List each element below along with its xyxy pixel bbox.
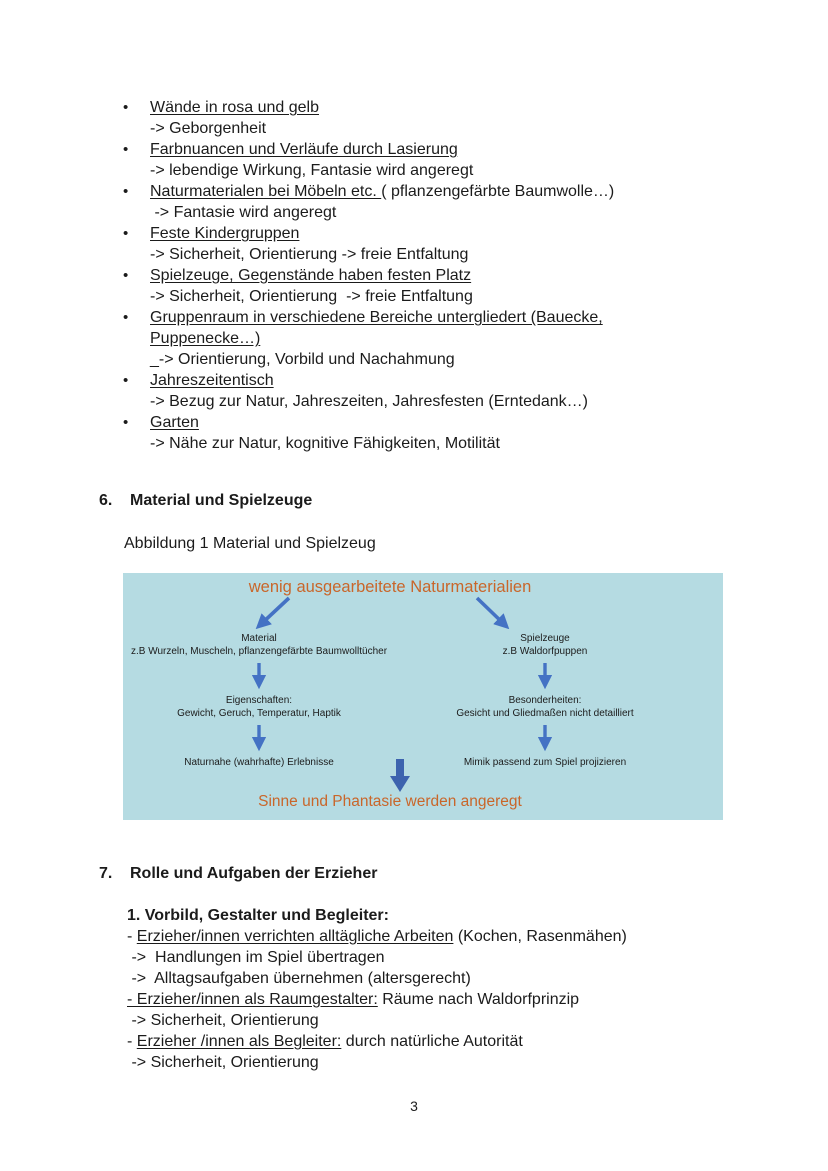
line-prefix: - — [127, 1033, 137, 1050]
list-item: • Feste Kindergruppen -> Sicherheit, Orie… — [123, 223, 715, 265]
bullet-marker: • — [123, 309, 129, 326]
list-item: • Naturmaterialen bei Möbeln etc. ( pfla… — [123, 181, 715, 223]
line-rest: durch natürliche Autorität — [341, 1033, 523, 1050]
figure-node-besonderheiten: Besonderheiten: Gesicht und Gliedmaßen n… — [456, 695, 634, 719]
bullet-marker: • — [123, 183, 129, 200]
down-arrow-icon — [538, 663, 552, 690]
line-underlined: Erzieher /innen als Begleiter: — [136, 1033, 342, 1050]
bullet-term: Naturmaterialen bei Möbeln etc. — [150, 183, 382, 200]
bullet-effect: -> Fantasie wird angeregt — [150, 204, 337, 221]
down-arrow-icon — [252, 663, 266, 690]
text-line: -> Sicherheit, Orientierung — [127, 1010, 772, 1031]
bullet-term: Feste Kindergruppen — [150, 225, 300, 242]
section-title: Material und Spielzeuge — [130, 492, 313, 509]
bullet-marker: • — [123, 99, 129, 116]
list-item: • Spielzeuge, Gegenstände haben festen P… — [123, 265, 715, 307]
bullet-marker: • — [123, 141, 129, 158]
list-item: • Wände in rosa und gelb -> Geborgenheit — [123, 97, 715, 139]
bullet-marker: • — [123, 372, 129, 389]
line-rest: -> Alltagsaufgaben übernehmen (altersger… — [127, 970, 471, 987]
page-number: 3 — [410, 1098, 418, 1114]
diagonal-arrow-icon — [255, 596, 291, 630]
figure-node-erlebnisse: Naturnahe (wahrhafte) Erlebnisse — [184, 757, 334, 768]
bullet-term: Spielzeuge, Gegenstände haben festen Pla… — [150, 267, 472, 284]
big-down-arrow-icon — [390, 759, 410, 792]
bullet-effect: -> Sicherheit, Orientierung -> freie Ent… — [150, 246, 469, 263]
bullet-term: Gruppenraum in verschiedene Bereiche unt… — [150, 309, 603, 347]
figure-node-material: Material z.B Wurzeln, Muscheln, pflanzen… — [130, 633, 388, 657]
text-line: - Erzieher/innen verrichten alltägliche … — [127, 926, 772, 947]
figure-conclusion: Sinne und Phantasie werden angeregt — [258, 793, 522, 810]
figure-node-spielzeuge: Spielzeuge z.B Waldorfpuppen — [502, 633, 588, 657]
diagonal-arrow-icon — [475, 596, 510, 630]
down-arrow-icon — [538, 725, 552, 752]
bullet-effect: -> Geborgenheit — [150, 120, 267, 137]
bullet-term-rest: ( pflanzengefärbte Baumwolle…) — [381, 183, 615, 200]
list-item: • Jahreszeitentisch -> Bezug zur Natur, J… — [123, 370, 715, 412]
bullet-effect: -> Bezug zur Natur, Jahreszeiten, Jahres… — [150, 393, 588, 410]
section-heading-7: 7. Rolle und Aufgaben der Erzieher — [99, 863, 377, 884]
list-item: • Gruppenraum in verschiedene Bereiche u… — [123, 307, 715, 370]
sub-heading: 1. Vorbild, Gestalter und Begleiter: — [127, 907, 389, 924]
text-line: - Erzieher/innen als Raumgestalter: Räum… — [127, 989, 772, 1010]
list-item: • Garten -> Nähe zur Natur, kognitive Fäh… — [123, 412, 715, 454]
list-item: • Farbnuancen und Verläufe durch Lasieru… — [123, 139, 715, 181]
bullet-term: Farbnuancen und Verläufe durch Lasierung — [150, 141, 458, 158]
text-line: -> Sicherheit, Orientierung — [127, 1052, 772, 1073]
bullet-term: Wände in rosa und gelb — [150, 99, 319, 116]
bullet-marker: • — [123, 225, 129, 242]
figure-title: wenig ausgearbeitete Naturmaterialien — [248, 578, 532, 596]
down-arrow-icon — [252, 725, 266, 752]
text-line: - Erzieher /innen als Begleiter: durch n… — [127, 1031, 772, 1052]
bullet-effect: _-> Orientierung, Vorbild und Nachahmung — [150, 351, 455, 368]
line-rest: Räume nach Waldorfprinzip — [377, 991, 580, 1008]
bullet-marker: • — [123, 414, 129, 431]
line-underlined: Erzieher/innen verrichten alltägliche Ar… — [136, 928, 454, 945]
line-rest: (Kochen, Rasenmähen) — [453, 928, 627, 945]
bullet-term: Garten — [150, 414, 199, 431]
line-prefix: - — [127, 928, 137, 945]
figure-node-mimik: Mimik passend zum Spiel projizieren — [463, 757, 627, 768]
bullet-list: • Wände in rosa und gelb-> Geborgenheit … — [123, 97, 715, 454]
bullet-term: Jahreszeitentisch — [150, 372, 274, 389]
text-line: -> Alltagsaufgaben übernehmen (altersger… — [127, 968, 772, 989]
section-title: Rolle und Aufgaben der Erzieher — [130, 865, 378, 882]
section-7-body: 1. Vorbild, Gestalter und Begleiter: - E… — [127, 905, 772, 1073]
section-number: 6. — [99, 492, 113, 509]
figure-caption: Abbildung 1 Material und Spielzeug — [124, 535, 376, 552]
figure-node-eigenschaften: Eigenschaften: Gewicht, Geruch, Temperat… — [177, 695, 341, 719]
bullet-marker: • — [123, 267, 129, 284]
bullet-effect: -> lebendige Wirkung, Fantasie wird ange… — [150, 162, 474, 179]
figure: wenig ausgearbeitete Naturmaterialien Ma… — [123, 573, 723, 820]
bullet-effect: -> Sicherheit, Orientierung -> freie Ent… — [150, 288, 473, 305]
section-number: 7. — [99, 865, 113, 882]
line-rest: -> Sicherheit, Orientierung — [127, 1054, 319, 1071]
line-underlined: - Erzieher/innen als Raumgestalter: — [127, 991, 378, 1008]
line-rest: -> Handlungen im Spiel übertragen — [127, 949, 385, 966]
section-heading-6: 6. Material und Spielzeuge — [99, 490, 312, 511]
line-rest: -> Sicherheit, Orientierung — [127, 1012, 319, 1029]
bullet-effect: -> Nähe zur Natur, kognitive Fähigkeiten… — [150, 435, 500, 452]
text-line: -> Handlungen im Spiel übertragen — [127, 947, 772, 968]
